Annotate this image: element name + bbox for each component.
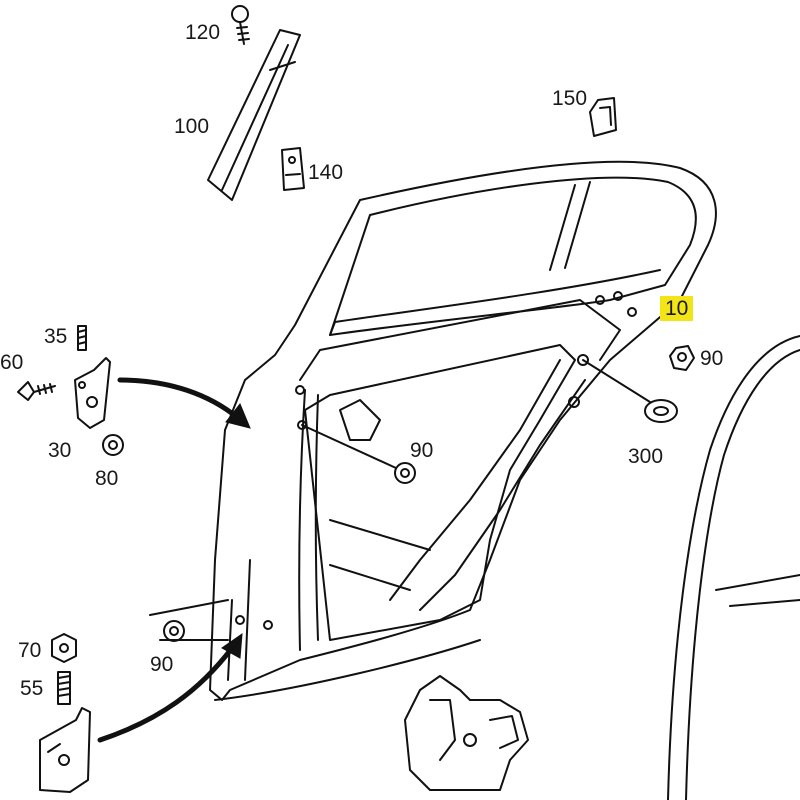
clip-140 (281, 147, 305, 191)
callout-90-center: 90 (410, 439, 434, 462)
bracket-150 (589, 97, 617, 137)
arrow-upper-hinge (117, 377, 241, 421)
nut-90-center (394, 462, 416, 484)
callout-90-top-right: 90 (700, 347, 724, 370)
callout-10-highlighted: 10 (660, 296, 694, 321)
door-lock-mechanism (404, 675, 529, 791)
plug-300 (644, 399, 678, 423)
callout-140: 140 (308, 161, 344, 184)
lower-hinge (39, 707, 91, 793)
window-channel-strip (207, 29, 301, 201)
nut-90-lower-left (163, 620, 185, 642)
callout-100: 100 (174, 115, 210, 138)
nut-70 (51, 633, 77, 663)
arrow-lower-hinge (97, 645, 235, 743)
callout-70: 70 (18, 639, 42, 662)
bolt-55 (57, 671, 71, 705)
callout-55: 55 (20, 677, 44, 700)
nut-80 (102, 434, 124, 456)
callout-300: 300 (628, 445, 664, 468)
upper-hinge-30 (74, 357, 111, 429)
leader-300 (582, 359, 651, 403)
door-frame (209, 160, 717, 701)
callout-60: 60 (0, 352, 24, 373)
callout-90-lower-left: 90 (150, 653, 174, 676)
nut-90-top-right (669, 345, 695, 371)
bolt-35 (77, 325, 87, 351)
callout-120: 120 (185, 21, 221, 44)
leader-90-lower-left (149, 599, 229, 641)
callout-80: 80 (95, 467, 119, 490)
callout-30: 30 (48, 439, 72, 462)
bolt-60 (17, 381, 56, 401)
arrows (97, 377, 251, 743)
leader-90-center (301, 424, 397, 469)
door-seal-strip (667, 335, 800, 800)
screw-120 (231, 5, 250, 45)
callout-35: 35 (44, 325, 68, 348)
callout-150: 150 (552, 87, 588, 110)
